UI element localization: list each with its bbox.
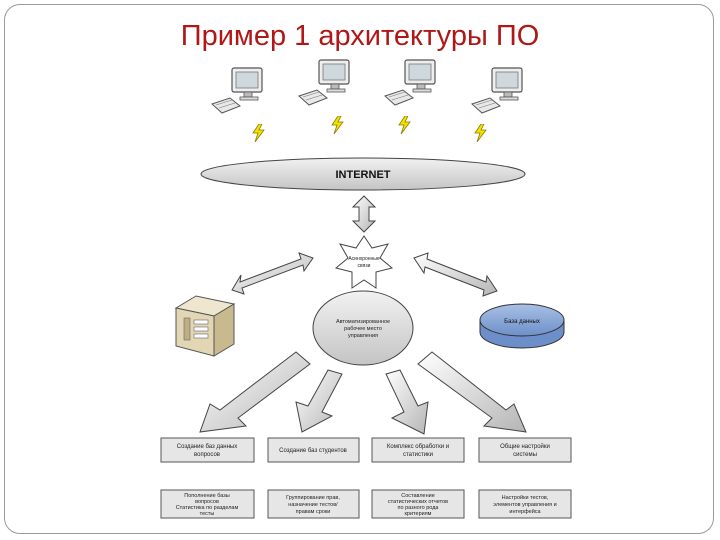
svg-text:Группирование прав,: Группирование прав, (286, 495, 340, 501)
svg-text:критериям: критериям (405, 511, 432, 517)
svg-text:статистических отчетов: статистических отчетов (388, 499, 448, 505)
module-box-4: Общие настройки системы (478, 437, 572, 463)
left-double-arrow (231, 252, 314, 295)
svg-text:вопросов: вопросов (195, 499, 219, 505)
module-box-2: Создание баз студентов (267, 437, 360, 463)
lightning-icon (398, 116, 411, 134)
right-double-arrow (413, 252, 498, 297)
central-node: Автоматизированное рабочее место управле… (312, 290, 414, 366)
center-label-3: управления (348, 333, 378, 339)
svg-text:Статистика по разделам: Статистика по разделам (176, 505, 239, 511)
server-icon (174, 295, 236, 357)
star-label-1: Асинхронные (348, 256, 380, 262)
svg-text:статистики: статистики (403, 452, 433, 458)
submodule-box-1: Пополнение базы вопросов Статистика по р… (160, 489, 255, 519)
star-node: Асинхронные связи (334, 235, 394, 289)
submodule-box-4: Настройки тестов, элементов управления и… (478, 489, 572, 519)
database-label: База данных (504, 319, 540, 325)
submodule-box-3: Составление статистических отчетов по ра… (371, 489, 465, 519)
database-icon: База данных (479, 303, 565, 349)
center-label-2: рабочее место (344, 326, 382, 332)
lightning-icon (331, 116, 344, 134)
computer-icon (298, 59, 350, 106)
arrow-to-module-3 (385, 369, 429, 435)
module-box-3: Комплекс обработки и статистики (371, 437, 465, 463)
arrow-to-module-2 (295, 369, 343, 433)
slide-title: Пример 1 архитектуры ПО (180, 20, 540, 52)
lightning-icon (474, 124, 487, 142)
svg-text:правам сроки: правам сроки (296, 509, 331, 515)
svg-text:Общие настройки: Общие настройки (500, 443, 550, 450)
module-box-1: Создание баз данных вопросов (160, 437, 255, 463)
svg-text:Создание баз студентов: Создание баз студентов (279, 448, 347, 454)
svg-text:Создание баз данных: Создание баз данных (177, 444, 238, 450)
submodule-box-2: Группирование прав, назначение тестов/ п… (267, 489, 360, 519)
star-label-2: связи (358, 263, 371, 269)
svg-text:интерфейса: интерфейса (509, 508, 541, 515)
computer-icon (384, 59, 436, 106)
arrow-to-module-1 (199, 351, 311, 433)
computer-icon (211, 67, 263, 114)
arrow-to-module-4 (417, 351, 527, 433)
svg-text:Настройки тестов,: Настройки тестов, (502, 494, 549, 501)
svg-text:Пополнение базы: Пополнение базы (184, 493, 229, 499)
internet-label: INTERNET (336, 169, 391, 181)
svg-text:по разного рода: по разного рода (398, 505, 440, 511)
computer-icon (471, 67, 523, 114)
svg-text:Составление: Составление (401, 493, 435, 499)
center-label-1: Автоматизированное (336, 319, 390, 325)
svg-text:Комплекс обработки и: Комплекс обработки и (387, 444, 449, 450)
svg-text:элементов управления и: элементов управления и (493, 502, 556, 508)
internet-cloud: INTERNET (200, 157, 526, 191)
svg-text:тесты: тесты (200, 511, 215, 517)
lightning-icon (252, 124, 265, 142)
svg-text:системы: системы (513, 452, 537, 458)
vertical-double-arrow (351, 195, 377, 233)
svg-text:вопросов: вопросов (194, 452, 220, 458)
svg-text:назначение тестов/: назначение тестов/ (288, 502, 338, 508)
